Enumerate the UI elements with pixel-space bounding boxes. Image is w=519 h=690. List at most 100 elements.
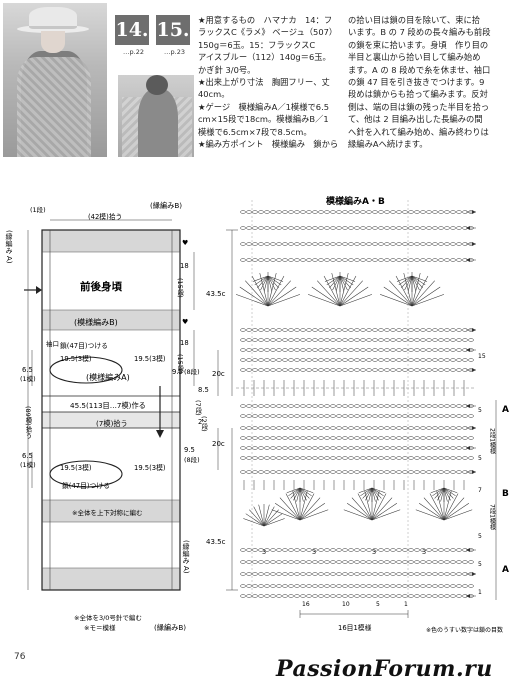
tall-stitch bbox=[257, 275, 269, 289]
chain-stitch bbox=[378, 358, 384, 362]
chain-stitch bbox=[384, 456, 390, 460]
two-rows-repeat: 2段1模様 bbox=[489, 428, 496, 455]
chain-stitch bbox=[270, 414, 276, 418]
chain-stitch bbox=[330, 414, 336, 418]
tall-stitch bbox=[443, 487, 451, 501]
chain-stitch bbox=[312, 426, 318, 430]
row-1: 1 bbox=[478, 589, 482, 596]
tall-stitch bbox=[371, 509, 401, 521]
chain-stitch bbox=[342, 594, 348, 598]
chain-stitch bbox=[318, 572, 324, 576]
chain-stitch bbox=[240, 226, 246, 230]
chain-stitch bbox=[450, 436, 456, 440]
chain-stitch bbox=[336, 414, 342, 418]
tall-stitch bbox=[364, 490, 373, 521]
chain-stitch bbox=[246, 594, 252, 598]
page-number: 76 bbox=[14, 652, 26, 662]
chain-stitch bbox=[450, 242, 456, 246]
chain-stitch bbox=[396, 226, 402, 230]
chain-stitch bbox=[354, 594, 360, 598]
chain-stitch bbox=[414, 446, 420, 450]
svg-text:♥: ♥ bbox=[182, 239, 188, 247]
chain-stitch bbox=[324, 446, 330, 450]
chain-stitch bbox=[342, 242, 348, 246]
chain-stitch bbox=[300, 560, 306, 564]
chain-stitch bbox=[240, 560, 246, 564]
chain-stitch bbox=[390, 584, 396, 588]
chain-stitch bbox=[432, 436, 438, 440]
chain-stitch bbox=[276, 560, 282, 564]
chain-stitch bbox=[354, 338, 360, 342]
tall-stitch bbox=[411, 280, 435, 307]
chain-stitch bbox=[354, 560, 360, 564]
chain-stitch bbox=[354, 404, 360, 408]
chain-stitch bbox=[390, 338, 396, 342]
chain-stitch bbox=[324, 414, 330, 418]
chain-stitch bbox=[270, 328, 276, 332]
chain-stitch bbox=[306, 572, 312, 576]
chain-stitch bbox=[264, 404, 270, 408]
chain-stitch bbox=[330, 456, 336, 460]
text-line: ★編み方ポイント 模様編み 鎖から bbox=[198, 139, 339, 150]
chain-stitch bbox=[378, 338, 384, 342]
chain-stitch bbox=[426, 436, 432, 440]
text-line: かぎ針 3/0号。 bbox=[198, 64, 256, 75]
chain-stitch bbox=[372, 456, 378, 460]
tall-stitch bbox=[263, 513, 283, 527]
chain-stitch bbox=[300, 348, 306, 352]
chain-stitch bbox=[420, 446, 426, 450]
chain-stitch bbox=[402, 226, 408, 230]
chain-stitch bbox=[342, 560, 348, 564]
chain-stitch bbox=[456, 470, 462, 474]
chain-stitch bbox=[330, 348, 336, 352]
chain-stitch bbox=[348, 358, 354, 362]
chain-stitch bbox=[420, 584, 426, 588]
chain-stitch bbox=[366, 368, 372, 372]
chain-stitch bbox=[432, 210, 438, 214]
chain-stitch bbox=[330, 426, 336, 430]
tall-stitch bbox=[260, 275, 269, 291]
chain-stitch bbox=[450, 328, 456, 332]
chain-stitch bbox=[456, 348, 462, 352]
chain-stitch bbox=[282, 584, 288, 588]
chain-stitch bbox=[432, 338, 438, 342]
chain-stitch bbox=[456, 328, 462, 332]
tall-stitch bbox=[379, 294, 413, 307]
chain-stitch bbox=[276, 210, 282, 214]
chain-stitch bbox=[342, 446, 348, 450]
chain-stitch bbox=[276, 426, 282, 430]
edge-b-bottom-label: (縁編みB) bbox=[154, 623, 186, 632]
chain-stitch bbox=[330, 446, 336, 450]
section-b: B bbox=[502, 489, 509, 499]
chain-stitch bbox=[378, 594, 384, 598]
chain-stitch bbox=[240, 446, 246, 450]
chain-stitch bbox=[432, 242, 438, 246]
chain-stitch bbox=[300, 368, 306, 372]
chain-stitch bbox=[318, 258, 324, 262]
chain-stitch bbox=[402, 368, 408, 372]
tall-stitch bbox=[339, 275, 356, 282]
chain-stitch bbox=[336, 456, 342, 460]
chain-stitch bbox=[360, 338, 366, 342]
chain-stitch bbox=[444, 572, 450, 576]
chain-stitch bbox=[390, 258, 396, 262]
tall-stitch bbox=[335, 275, 341, 292]
tall-stitch bbox=[411, 275, 420, 291]
chain-stitch bbox=[312, 560, 318, 564]
chain-stitch bbox=[270, 572, 276, 576]
chain-stitch bbox=[384, 584, 390, 588]
chain-stitch bbox=[300, 358, 306, 362]
chain-stitch bbox=[414, 548, 420, 552]
chain-stitch bbox=[246, 572, 252, 576]
chain-stitch bbox=[372, 328, 378, 332]
chain-stitch bbox=[408, 584, 414, 588]
chain-stitch bbox=[348, 258, 354, 262]
chain-stitch bbox=[360, 348, 366, 352]
row-5a: 5 bbox=[478, 407, 482, 414]
chain-stitch bbox=[378, 328, 384, 332]
sleeve-opening-label: 袖口 bbox=[46, 339, 59, 348]
tall-stitch bbox=[267, 275, 279, 289]
dim-8d-top: (8段) bbox=[184, 367, 200, 376]
chain-stitch bbox=[270, 226, 276, 230]
chain-stitch bbox=[276, 594, 282, 598]
